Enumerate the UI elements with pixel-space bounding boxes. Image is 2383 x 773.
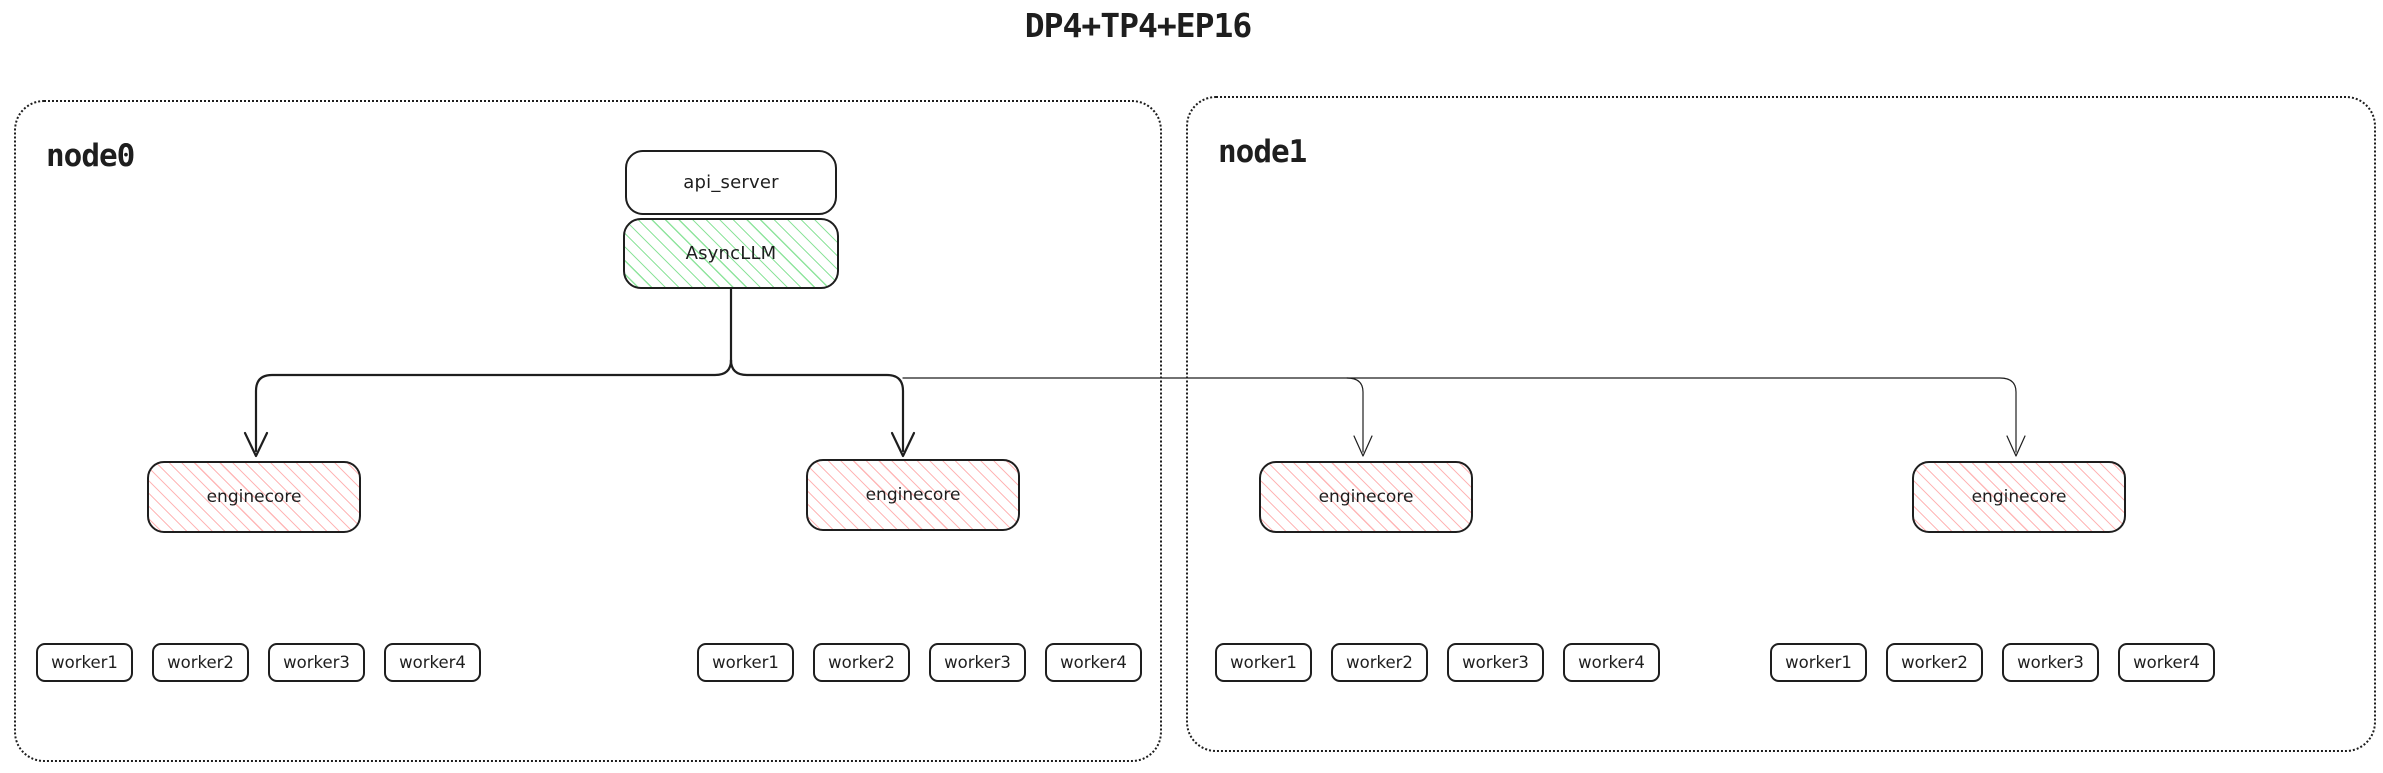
worker-group-node0-1: worker1 worker2 worker3 worker4 (36, 643, 481, 682)
enginecore-box-node1-1: enginecore (1259, 461, 1473, 533)
worker-box: worker2 (152, 643, 249, 682)
diagram-title: DP4+TP4+EP16 (1024, 6, 1252, 45)
worker-label: worker4 (1060, 653, 1127, 672)
worker-box: worker1 (1215, 643, 1312, 682)
api-server-label: api_server (683, 172, 779, 193)
worker-box: worker2 (1331, 643, 1428, 682)
worker-label: worker1 (712, 653, 779, 672)
worker-box: worker2 (813, 643, 910, 682)
worker-label: worker3 (2017, 653, 2084, 672)
worker-label: worker4 (399, 653, 466, 672)
worker-label: worker1 (51, 653, 118, 672)
worker-box: worker4 (2118, 643, 2215, 682)
worker-label: worker2 (167, 653, 234, 672)
enginecore-box-node0-2: enginecore (806, 459, 1020, 531)
api-server-box: api_server (625, 150, 837, 215)
enginecore-box-node0-1: enginecore (147, 461, 361, 533)
worker-box: worker1 (1770, 643, 1867, 682)
enginecore-label: enginecore (865, 485, 961, 505)
worker-label: worker3 (944, 653, 1011, 672)
worker-box: worker3 (268, 643, 365, 682)
worker-box: worker1 (697, 643, 794, 682)
worker-label: worker3 (283, 653, 350, 672)
asyncllm-label: AsyncLLM (685, 243, 777, 264)
enginecore-label: enginecore (1318, 487, 1414, 507)
enginecore-label: enginecore (1971, 487, 2067, 507)
worker-box: worker2 (1886, 643, 1983, 682)
node1-label: node1 (1218, 134, 1307, 170)
worker-group-node0-2: worker1 worker2 worker3 worker4 (697, 643, 1142, 682)
worker-label: worker1 (1230, 653, 1297, 672)
worker-label: worker2 (828, 653, 895, 672)
enginecore-box-node1-2: enginecore (1912, 461, 2126, 533)
worker-box: worker4 (384, 643, 481, 682)
worker-label: worker1 (1785, 653, 1852, 672)
worker-label: worker2 (1901, 653, 1968, 672)
worker-label: worker2 (1346, 653, 1413, 672)
node0-label: node0 (46, 138, 135, 174)
node1-container: node1 (1186, 96, 2376, 752)
worker-box: worker1 (36, 643, 133, 682)
worker-box: worker3 (2002, 643, 2099, 682)
worker-label: worker3 (1462, 653, 1529, 672)
node0-container: node0 (14, 100, 1162, 762)
asyncllm-box: AsyncLLM (623, 218, 839, 289)
enginecore-label: enginecore (206, 487, 302, 507)
worker-box: worker4 (1563, 643, 1660, 682)
worker-box: worker3 (929, 643, 1026, 682)
worker-box: worker4 (1045, 643, 1142, 682)
worker-label: worker4 (1578, 653, 1645, 672)
worker-label: worker4 (2133, 653, 2200, 672)
worker-group-node1-1: worker1 worker2 worker3 worker4 (1215, 643, 1660, 682)
worker-group-node1-2: worker1 worker2 worker3 worker4 (1770, 643, 2215, 682)
worker-box: worker3 (1447, 643, 1544, 682)
